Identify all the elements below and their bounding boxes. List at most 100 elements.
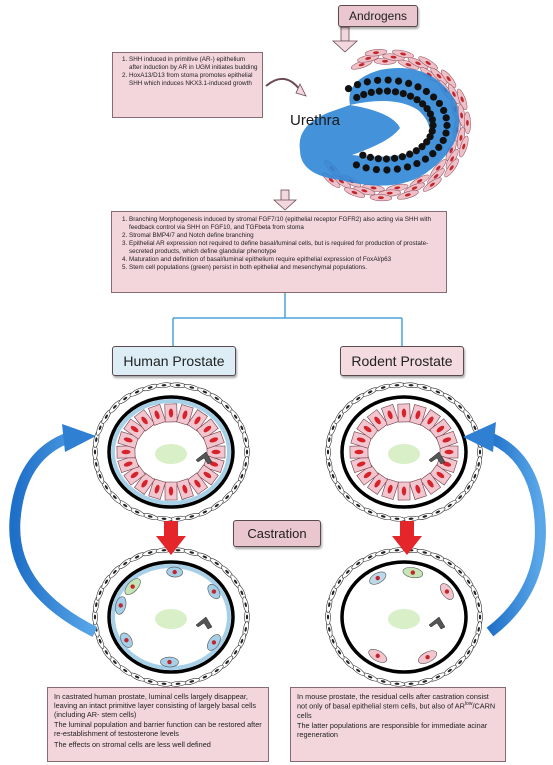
stroma-nucleus (234, 414, 238, 419)
stroma-nucleus (240, 473, 244, 479)
stroma-nucleus (175, 384, 181, 387)
androgens-down-arrow (331, 26, 359, 53)
stroma-nucleus (104, 579, 108, 584)
stroma-nucleus (202, 390, 208, 394)
basement-membrane (107, 560, 235, 674)
epithelial-nucleus (423, 138, 431, 146)
stroma-nucleus (134, 390, 140, 394)
stroma-nucleus (93, 449, 97, 455)
luminal-nucleus (154, 410, 160, 420)
luminal-nucleus (442, 437, 452, 443)
stroma-nucleus (245, 449, 249, 455)
stroma-nucleus (93, 614, 97, 620)
stroma-nucleus (458, 495, 462, 500)
stroma-nucleus (326, 614, 330, 620)
epithelial-nucleus (367, 88, 375, 97)
stroma-nucleus (400, 52, 406, 56)
epithelial-nucleus (384, 76, 392, 84)
epithelial-nucleus (360, 90, 368, 99)
epithelial-nucleus (426, 133, 434, 141)
stroma-nucleus (436, 165, 441, 171)
bud-induction-item-2: HoxA13/D13 from stoma promotes epithelia… (129, 72, 258, 88)
stroma-nucleus (337, 650, 341, 655)
stroma-nucleus (459, 134, 463, 141)
epithelial-nucleus (374, 76, 382, 84)
stroma-nucleus (422, 680, 428, 683)
branching-item-4: Maturation and definition of basal/lumin… (129, 256, 441, 264)
bud-induction-item-1: SHH induced in primitive (AR-) epitheliu… (129, 56, 258, 72)
epithelial-nucleus (398, 153, 406, 161)
stroma-nucleus (390, 55, 397, 59)
stroma-nucleus (245, 614, 249, 620)
stroma-nucleus (449, 165, 454, 171)
stroma-nucleus (123, 668, 128, 673)
stroma-nucleus (422, 386, 428, 389)
luminal-nucleus (182, 410, 188, 420)
stroma-nucleus (123, 561, 128, 566)
stroma-nucleus (436, 73, 442, 79)
luminal-nucleus (154, 484, 160, 494)
luminal-nucleus (141, 479, 148, 488)
rodent-castration-arrow (392, 521, 422, 555)
luminal-nucleus (203, 471, 212, 479)
luminal-nucleus (401, 486, 407, 496)
luminal-nucleus (374, 416, 381, 425)
stroma-nucleus (449, 147, 454, 154)
rodent-text-pre: In mouse prostate, the residual cells af… (297, 692, 489, 711)
epithelial-nucleus (393, 165, 401, 173)
urethra-down-arrow (272, 189, 298, 211)
branch-connector (172, 293, 403, 346)
luminal-nucleus (415, 410, 421, 420)
epithelial-nucleus (435, 143, 443, 151)
androgens-text: Androgens (348, 9, 408, 23)
stroma-nucleus (189, 551, 195, 554)
neuroendocrine-cell (195, 451, 213, 465)
box1-curved-arrowhead (295, 83, 307, 97)
epithelial-nucleus (413, 159, 421, 168)
stroma-nucleus (458, 569, 463, 574)
residual-nucleus (375, 575, 380, 581)
stroma-nucleus (394, 549, 400, 552)
stroma-nucleus (404, 193, 411, 197)
residual-nucleus (444, 589, 450, 594)
residual-nucleus (375, 653, 380, 659)
stroma-nucleus (104, 650, 108, 655)
human-acinus-castrated (92, 547, 250, 687)
epithelial-nucleus (399, 89, 407, 98)
stroma-nucleus (214, 396, 219, 401)
stroma-nucleus (202, 510, 208, 514)
stroma-nucleus (380, 386, 386, 389)
stroma-nucleus (405, 63, 412, 67)
stroma-nucleus (175, 549, 181, 552)
stroma-nucleus (426, 72, 432, 77)
stroma-nucleus (435, 675, 441, 679)
luminal-nucleus (141, 416, 148, 425)
rodent-regeneration-arrow (463, 422, 546, 637)
residual-nucleus (118, 603, 123, 608)
stroma-nucleus (189, 386, 195, 389)
stroma-nucleus (394, 682, 400, 685)
stroma-nucleus (467, 414, 471, 419)
stroma-nucleus (113, 569, 117, 574)
stroma-nucleus (473, 425, 477, 431)
luminal-nucleus (211, 449, 221, 455)
stroma-nucleus (214, 503, 219, 508)
epithelial-nucleus (414, 83, 422, 91)
human-castration-arrow (156, 521, 186, 555)
stroma-nucleus (234, 650, 238, 655)
epithelial-nucleus (435, 99, 444, 108)
stroma-nucleus (467, 485, 471, 490)
stroma-nucleus (477, 602, 480, 608)
stroma-nucleus (460, 96, 464, 103)
stroma-nucleus (356, 503, 361, 508)
epithelial-nucleus (429, 121, 437, 129)
stroma-nucleus (447, 668, 452, 673)
epithelial-nucleus (353, 81, 362, 89)
luminal-nucleus (442, 461, 452, 467)
stroma-nucleus (225, 495, 229, 500)
stroma-nucleus (331, 638, 335, 644)
luminal-nucleus (209, 461, 219, 467)
stroma-nucleus (240, 638, 244, 644)
stroma-nucleus (225, 404, 230, 409)
stroma-nucleus (331, 473, 335, 479)
